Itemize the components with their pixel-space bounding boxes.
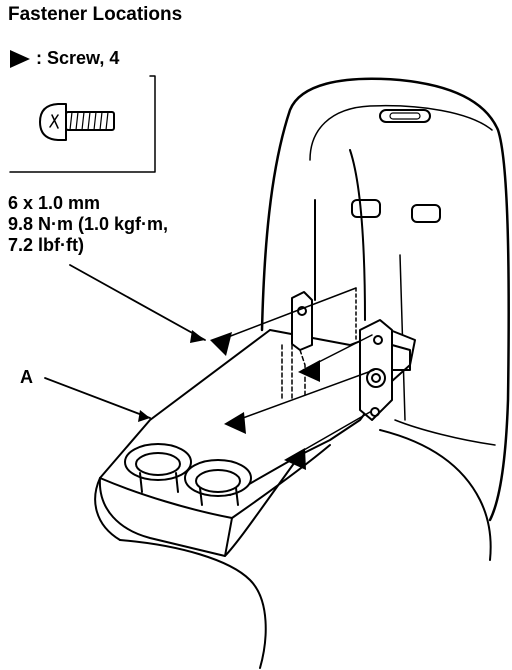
screw-arrow-icon: [298, 360, 320, 382]
spec-torque-metric: 9.8 N·m (1.0 kgf·m,: [8, 214, 169, 234]
screw-arrow-icon: [284, 448, 306, 470]
screw-arrow-icon: [210, 332, 232, 356]
screw-callout-bracket: [9, 75, 156, 173]
torque-specification: 6 x 1.0 mm 9.8 N·m (1.0 kgf·m, 7.2 lbf·f…: [8, 193, 168, 256]
screw-icon: [39, 103, 115, 141]
screw-arrowheads: [138, 330, 320, 470]
leader-arrow-icon: [138, 410, 150, 422]
legend-text: : Screw, 4: [36, 48, 120, 68]
seat-back-icon: [260, 77, 510, 561]
fastener-legend: : Screw, 4: [10, 48, 119, 69]
spec-torque-imperial: 7.2 lbf·ft): [8, 235, 84, 255]
spec-size: 6 x 1.0 mm: [8, 193, 101, 213]
filled-triangle-arrow-icon: [10, 49, 30, 68]
screw-direction-lines: [214, 287, 375, 459]
part-a-leader-line: [44, 377, 151, 419]
diagram-title: Fastener Locations: [8, 4, 183, 25]
armrest-console-icon: [94, 291, 416, 669]
leader-arrow-icon: [190, 330, 205, 343]
screw-arrow-icon: [224, 412, 246, 434]
spec-leader-line: [69, 264, 206, 341]
part-label-a: A: [20, 367, 33, 387]
